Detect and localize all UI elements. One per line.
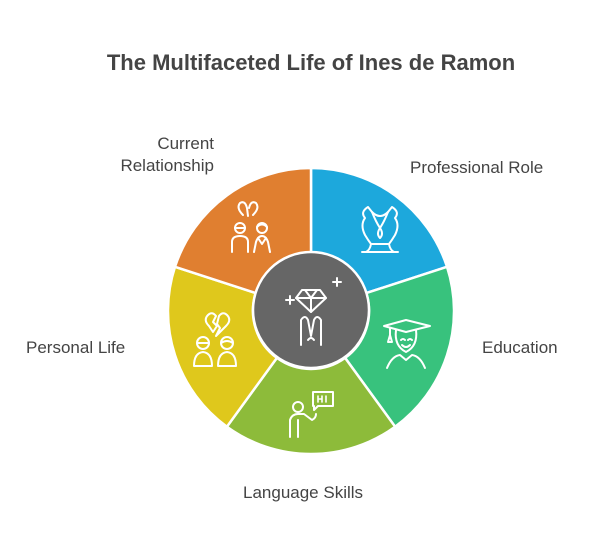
label-education: Education (482, 338, 558, 357)
diamond-person-icon (285, 277, 342, 346)
label-professional-role: Professional Role (410, 158, 544, 177)
label-current-relationship: Current Relationship (98, 133, 214, 177)
diagram-title: The Multifaceted Life of Ines de Ramon (106, 50, 516, 75)
label-line-2: Relationship (120, 156, 214, 175)
necklace-display-icon (361, 206, 399, 253)
speaker-hi-icon (289, 391, 334, 438)
broken-heart-couple-icon (193, 312, 237, 367)
couple-balloons-icon (231, 201, 271, 253)
label-line-1: Current (157, 134, 214, 153)
label-personal-life: Personal Life (26, 338, 126, 357)
label-language-skills: Language Skills (243, 483, 364, 502)
graduate-icon (383, 319, 431, 369)
